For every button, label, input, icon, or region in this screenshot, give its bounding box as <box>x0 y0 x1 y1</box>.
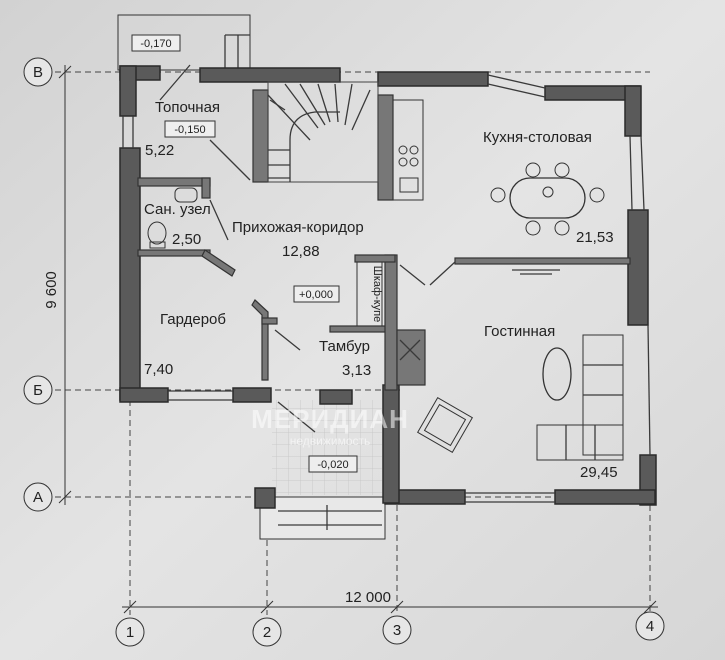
closet-label: Шкаф-купе <box>371 266 383 322</box>
dimension-height: 9 600 <box>43 271 60 309</box>
axis-label-col-4: 4 <box>646 618 654 635</box>
axis-label-col-2: 2 <box>263 624 271 641</box>
sofa <box>536 334 624 461</box>
level-porch: -0,020 <box>317 459 348 471</box>
porch-tiles <box>272 400 382 495</box>
boiler-unit <box>399 339 421 361</box>
dimension-lines <box>58 65 658 614</box>
level-hall: +0,000 <box>299 289 333 301</box>
room-area-vestibule: 3,13 <box>342 362 371 379</box>
room-label-kitchen: Кухня-столовая <box>483 129 592 146</box>
doors <box>159 64 456 433</box>
watermark-subtitle: недвижимость <box>290 434 371 448</box>
staircase <box>267 81 379 183</box>
room-label-bathroom: Сан. узел <box>144 201 211 218</box>
top-entry-steps <box>117 14 251 71</box>
axis-label-col-3: 3 <box>393 622 401 639</box>
room-label-hall: Прихожая-коридор <box>232 219 364 236</box>
dimension-width: 12 000 <box>345 589 391 606</box>
closet-box <box>356 261 383 327</box>
axis-label-col-1: 1 <box>126 624 134 641</box>
coffee-table <box>542 347 572 401</box>
kitchen-counter <box>392 99 424 201</box>
room-area-living: 29,45 <box>580 464 618 481</box>
room-label-living: Гостинная <box>484 323 555 340</box>
level-boiler: -0,150 <box>174 124 205 136</box>
room-area-kitchen: 21,53 <box>576 229 614 246</box>
axis-markers <box>23 57 665 647</box>
axis-label-row-b: Б <box>33 382 43 399</box>
room-label-vestibule: Тамбур <box>319 338 370 355</box>
room-area-bathroom: 2,50 <box>172 231 201 248</box>
axis-label-row-a: А <box>33 489 43 506</box>
axis-label-row-v: В <box>33 64 43 81</box>
level-markers <box>131 34 358 473</box>
room-area-wardrobe: 7,40 <box>144 361 173 378</box>
bathroom-fixtures <box>147 187 198 249</box>
level-entry-top: -0,170 <box>140 38 171 50</box>
room-label-wardrobe: Гардероб <box>160 311 226 328</box>
armchair <box>416 396 474 454</box>
entry-steps <box>259 496 386 540</box>
room-area-hall: 12,88 <box>282 243 320 260</box>
windows <box>122 74 651 503</box>
watermark-brand: МЕРИДИАН <box>251 404 409 434</box>
tv-stand <box>512 269 560 275</box>
room-label-boiler: Топочная <box>155 99 220 116</box>
dining-table <box>490 162 605 236</box>
room-area-boiler: 5,22 <box>145 142 174 159</box>
